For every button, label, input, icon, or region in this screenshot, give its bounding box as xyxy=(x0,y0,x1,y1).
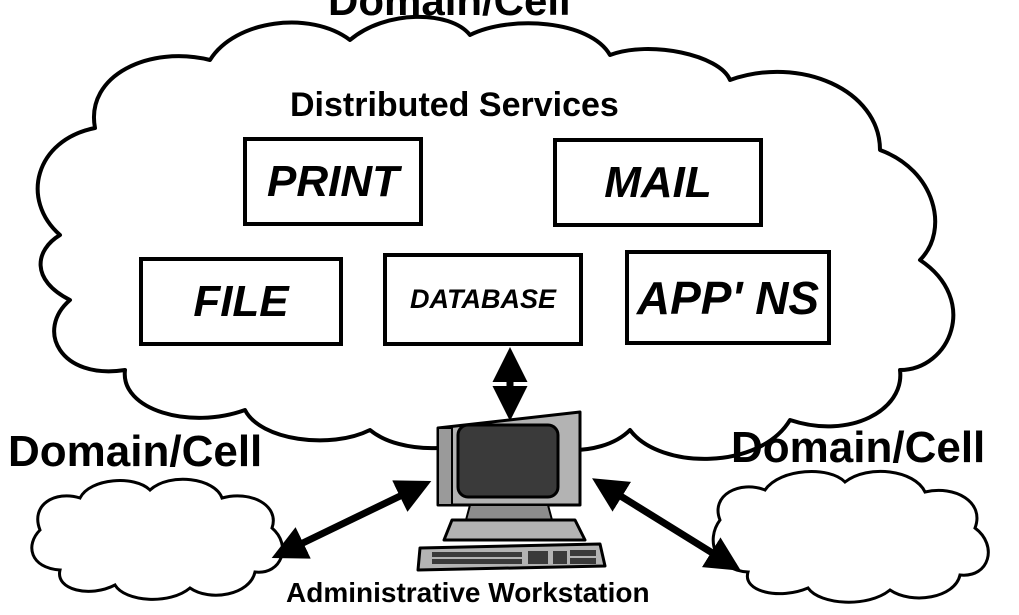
service-label-print: PRINT xyxy=(267,156,399,206)
left-cell-cloud xyxy=(30,477,284,601)
main-cloud-title: Domain/Cell xyxy=(328,0,571,24)
service-box-apps: APP' NS xyxy=(625,250,831,345)
arrow-left-cell-workstation xyxy=(271,480,432,559)
workstation-label: Administrative Workstation xyxy=(286,577,650,608)
service-box-mail: MAIL xyxy=(553,138,763,227)
service-label-mail: MAIL xyxy=(604,157,712,207)
service-box-print: PRINT xyxy=(243,137,423,226)
arrow-workstation-right-cell xyxy=(592,478,741,571)
workstation-computer-icon xyxy=(416,410,607,572)
distributed-services-title: Distributed Services xyxy=(290,86,619,124)
right-cell-label: Domain/Cell xyxy=(731,423,986,472)
service-label-apps: APP' NS xyxy=(636,271,820,324)
left-cell-label: Domain/Cell xyxy=(8,427,263,476)
main-cloud-shape xyxy=(35,14,956,461)
right-cell-cloud xyxy=(711,469,990,604)
service-box-database: DATABASE xyxy=(383,253,583,346)
service-box-file: FILE xyxy=(139,257,343,346)
service-label-file: FILE xyxy=(193,276,289,326)
service-label-database: DATABASE xyxy=(410,284,556,314)
